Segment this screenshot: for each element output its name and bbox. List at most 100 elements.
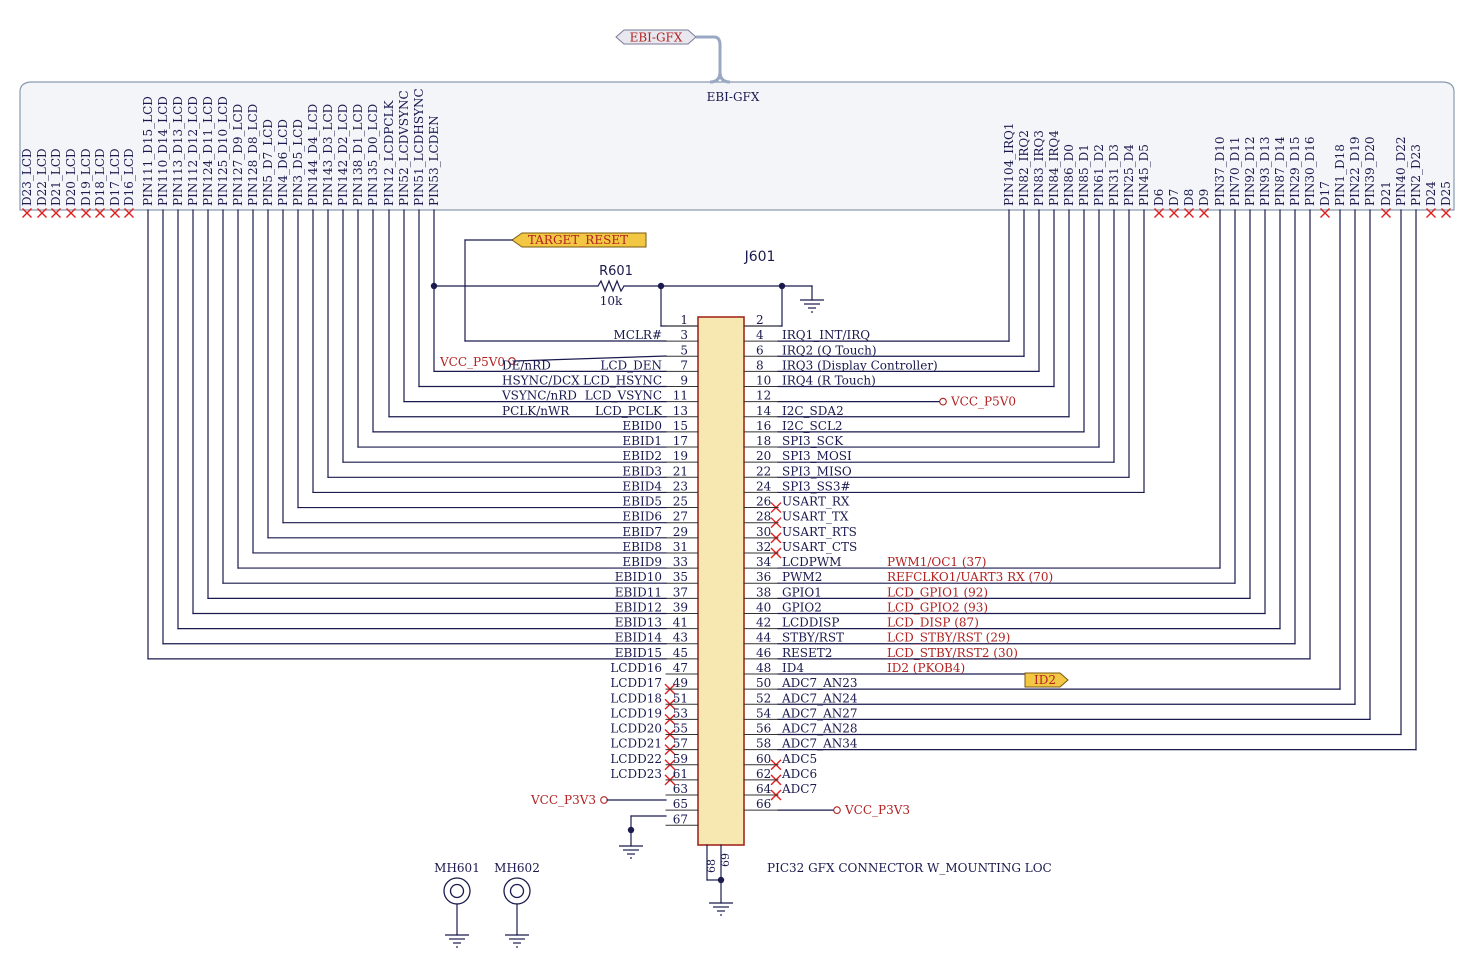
bus-right-label-27: PIN2_D23 [1409,144,1423,206]
bus-right-label-12: D8 [1182,189,1196,206]
pin-62-number: 62 [756,767,771,781]
bus-right-label-10: D6 [1152,189,1166,206]
pin-28-name: USART_TX [782,510,849,524]
bus-right-label-3: PIN84_IRQ4 [1047,130,1061,206]
mount-ground-icon [709,902,733,916]
bus-right-label-28: D24 [1424,181,1438,206]
pin-10-number: 10 [756,374,771,388]
pin-7-name: LCD_DEN [600,358,662,372]
pin-54-name: ADC7_AN27 [781,706,858,720]
bus-left-nc-4 [81,208,91,218]
wires-group: R60110kTARGET_RESETVCC_P5V0VCC_P3V3VCC_P… [147,209,1417,859]
pin-13-alt: PCLK/nWR [502,404,570,418]
connector-body [697,316,745,846]
pin-40-name: GPIO2 [782,600,822,614]
pin-60-number: 60 [756,752,771,766]
pin-39-name: EBID12 [615,600,662,614]
pin-67-number: 67 [673,812,688,826]
bus-right-nc-28 [1426,208,1436,218]
bus-left-label-15: PIN128_D8_LCD [246,104,260,206]
pin-18-number: 18 [756,434,771,448]
bus-right-nc-11 [1169,208,1179,218]
pin-9-name: LCD_HSYNC [583,374,662,388]
pin-21-number: 21 [673,464,688,478]
mounting-hole-label-1: MH602 [494,861,540,875]
pin-41-number: 41 [673,616,688,630]
pin-6-name: IRQ2 (Q Touch) [782,343,877,357]
bus-left-nc-5 [95,208,105,218]
bus-left-nc-1 [37,208,47,218]
pin-33-number: 33 [673,555,688,569]
bus-right-nc-21 [1320,208,1330,218]
pin-47-number: 47 [673,661,688,675]
r601-ref: R601 [599,264,633,279]
pin-22-number: 22 [756,464,771,478]
bus-left-label-24: PIN12_LCDPCLK [382,99,396,206]
pin-36-name: PWM2 [782,570,822,584]
bus-right-label-2: PIN83_IRQ3 [1032,130,1046,206]
bus-left-label-27: PIN53_LCDEN [427,115,441,206]
bus-left-nc-3 [66,208,76,218]
bus-left-label-3: D20_LCD [64,148,78,206]
pin-48-name: ID4 [782,661,804,675]
pin-57-name: LCDD21 [610,737,662,751]
misc-group: MH601 MH602 [434,861,540,948]
pin-63-number: 63 [673,782,688,796]
pin-32-number: 32 [756,540,771,554]
pin-1-number: 1 [680,313,688,327]
pin-16-number: 16 [756,419,771,433]
pin-6-number: 6 [756,343,764,357]
bus-left-label-17: PIN4_D6_LCD [276,119,290,206]
pin-46-note: LCD_STBY/RST2 (30) [887,646,1018,660]
pin-56-number: 56 [756,722,771,736]
pin-38-name: GPIO1 [782,585,822,599]
bus-right-label-19: PIN29_D15 [1288,137,1302,206]
pin-48-number: 48 [756,661,771,675]
vcc-p5v0-left-label: VCC_P5V0 [439,355,505,369]
pin-7-alt: DE/nRD [502,358,551,372]
pin-3-number: 3 [680,328,688,342]
pin-53-number: 53 [673,706,688,720]
pin-7-number: 7 [680,358,688,372]
r601-value: 10k [600,294,623,308]
bus-right-nc-12 [1184,208,1194,218]
bus-left-label-2: D21_LCD [49,148,63,206]
bus-right-nc-25 [1381,208,1391,218]
pin-46-name: RESET2 [782,646,832,660]
bus-left-label-5: D18_LCD [93,148,107,206]
bus-left-label-22: PIN138_D1_LCD [351,104,365,206]
pin-3-name: MCLR# [613,328,662,342]
bus-right-label-11: D7 [1167,189,1181,206]
pin-37-name: EBID11 [615,585,662,599]
pin-37-number: 37 [673,585,688,599]
pin-50-name: ADC7_AN23 [781,676,858,690]
pin-46-number: 46 [756,646,771,660]
pin-24-number: 24 [756,479,772,493]
pin-56-name: ADC7_AN28 [781,722,858,736]
pin-38-note: LCD_GPIO1 (92) [887,585,988,599]
pin-40-number: 40 [756,600,771,614]
bus-right-label-15: PIN70_D11 [1228,137,1242,206]
pin-34-name: LCDPWM [782,555,841,569]
bus-left-label-4: D19_LCD [79,148,93,206]
pin-49-name: LCDD17 [610,676,662,690]
bus-right-label-16: PIN92_D12 [1243,137,1257,206]
bus-right-label-8: PIN25_D4 [1122,144,1136,206]
mounting-hole-label-0: MH601 [434,861,480,875]
pin-43-name: EBID14 [615,631,663,645]
bus-left-label-12: PIN124_D11_LCD [201,96,215,206]
bus-right-label-7: PIN31_D3 [1107,144,1121,206]
pin-52-name: ADC7_AN24 [781,691,858,705]
pin-62-name: ADC6 [781,767,817,781]
bus-right-label-23: PIN22_D19 [1348,137,1362,206]
bus-right-label-20: PIN30_D16 [1303,137,1317,206]
target-reset-port [511,232,647,248]
pin-11-number: 11 [673,389,688,403]
pin-25-name: EBID5 [622,495,662,509]
vcc-p3v3-right-circle [833,806,841,815]
pin-32-name: USART_CTS [782,540,857,554]
pin-60-name: ADC5 [781,752,817,766]
pin-50-number: 50 [756,676,771,690]
pin-8-name: IRQ3 (Display Controller) [782,358,938,372]
target-reset-label: TARGET_RESET [528,233,628,247]
